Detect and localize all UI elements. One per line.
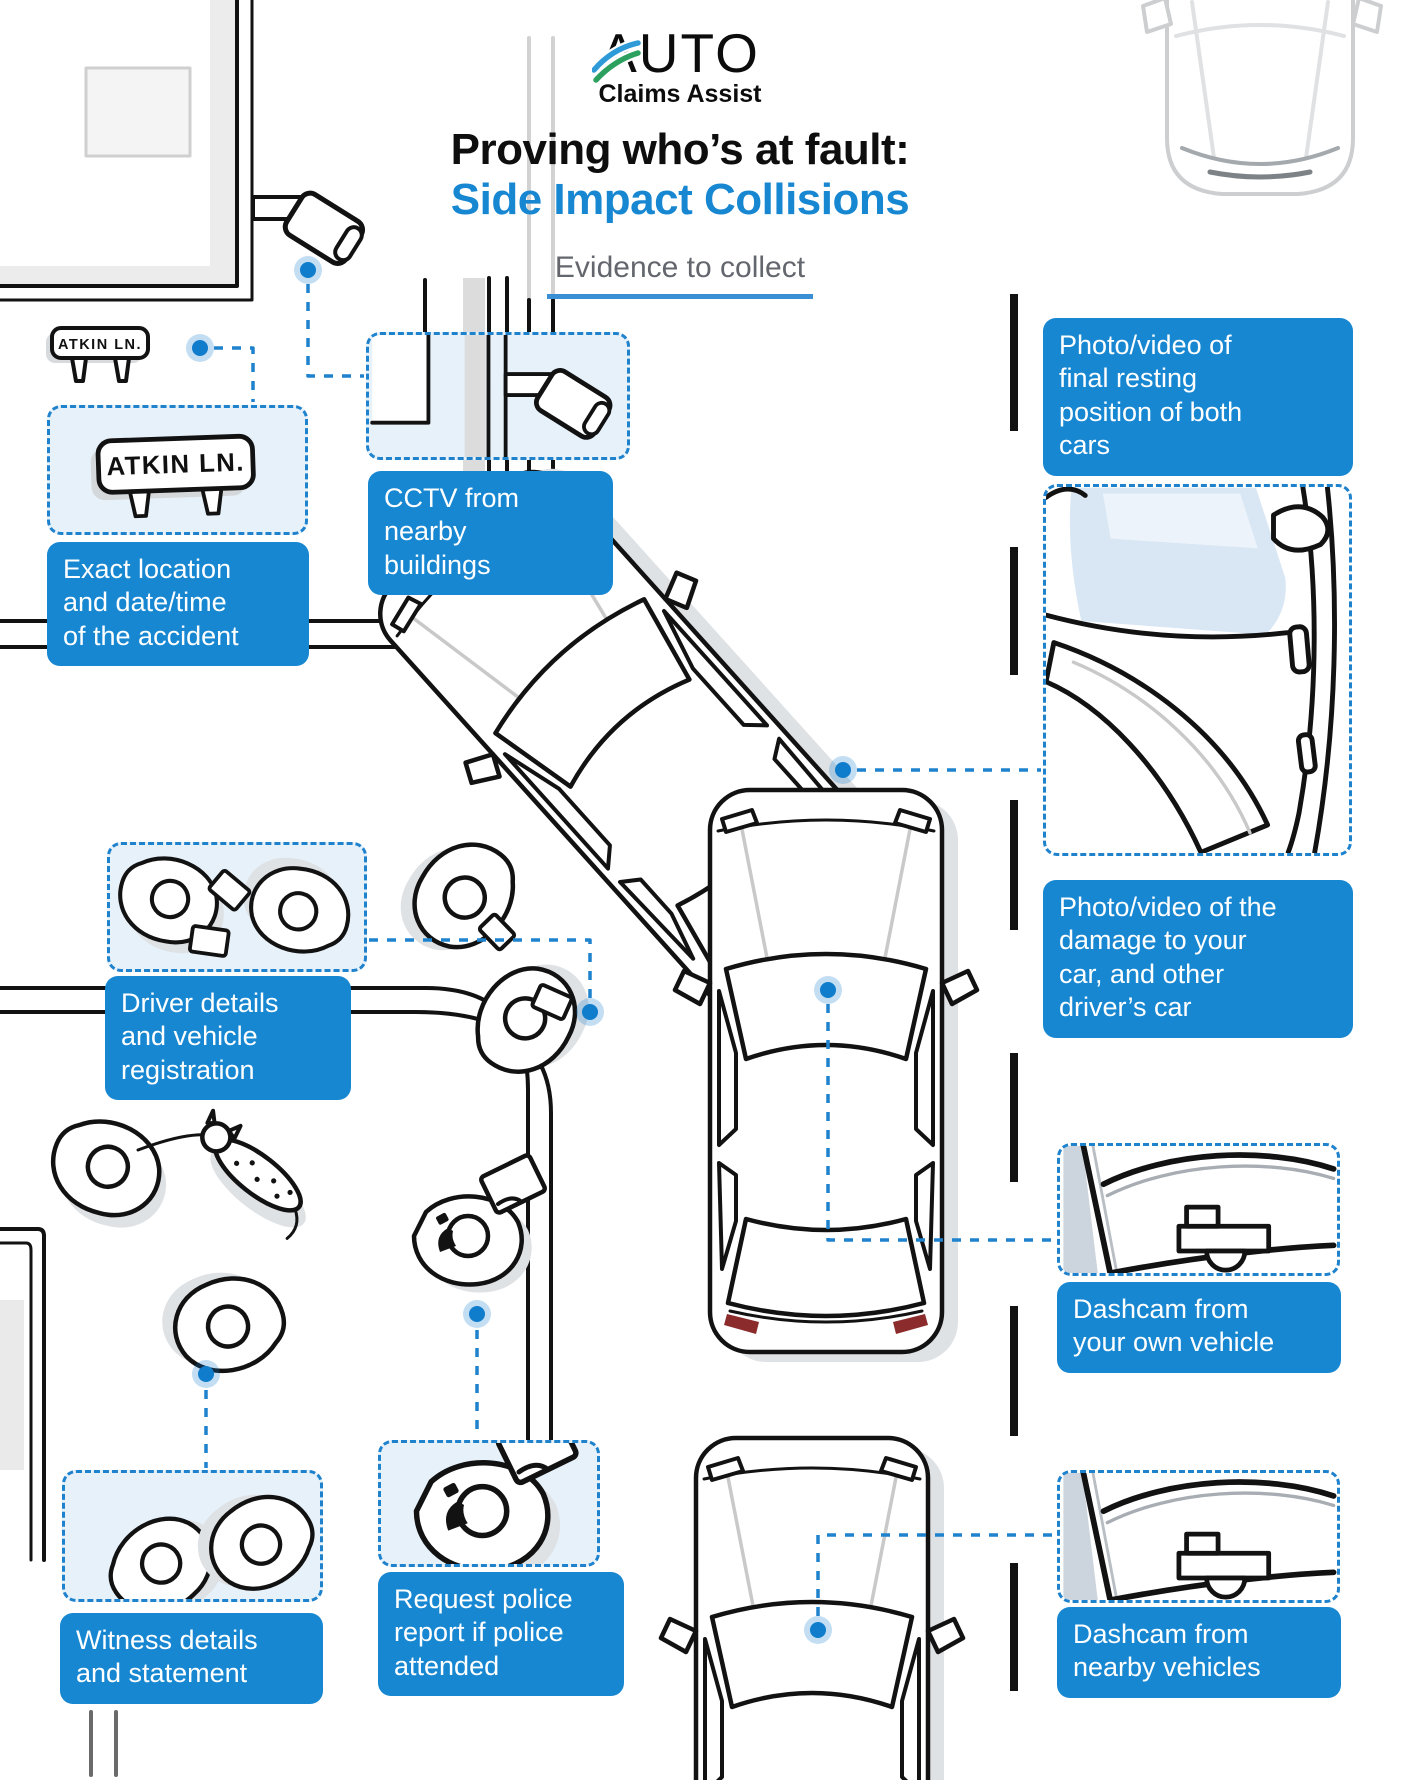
- dog: [179, 1107, 327, 1241]
- label-location: Exact location and date/time of the acci…: [47, 542, 309, 667]
- header: AUTO Claims Assist Proving who’s at faul…: [180, 22, 1180, 300]
- dashcam-icon: [1176, 1223, 1272, 1254]
- street-sign-small-text: ATKIN LN.: [58, 337, 142, 353]
- label-line: Driver details: [121, 988, 279, 1018]
- label-line: and statement: [76, 1658, 248, 1689]
- street-sign-large-text: ATKIN LN.: [106, 448, 245, 481]
- label-line: Dashcam from: [1073, 1294, 1249, 1324]
- label-line: final resting: [1059, 363, 1198, 394]
- page-title: Proving who’s at fault:: [450, 125, 910, 175]
- label-line: Exact location: [63, 554, 232, 584]
- label-line: Dashcam from: [1073, 1619, 1249, 1649]
- tail-lights: [724, 1314, 928, 1334]
- label-witness: Witness details and statement: [60, 1613, 323, 1704]
- registration-card: [187, 924, 231, 958]
- callout-location: ATKIN LN.: [47, 405, 308, 535]
- dog-walker: [35, 1105, 183, 1242]
- label-line: report if police: [394, 1617, 564, 1648]
- label-line: Photo/video of the: [1059, 892, 1277, 922]
- street-sign-large: ATKIN LN.: [90, 433, 256, 519]
- label-line: car, and other: [1059, 958, 1225, 989]
- connector-dots: [186, 256, 857, 1644]
- people: [35, 819, 608, 1385]
- building-top-left: [0, 0, 239, 288]
- label-resting-position: Photo/video of final resting position of…: [1043, 318, 1353, 476]
- label-cctv: CCTV from nearby buildings: [368, 471, 613, 596]
- damage-zoom-art: [1046, 487, 1337, 853]
- dot-own-dashcam: [814, 976, 842, 1004]
- callout-damage: [1043, 484, 1352, 856]
- brand-tagline: Claims Assist: [598, 80, 762, 108]
- driver-2-zoom: [232, 847, 360, 962]
- callout-dashcam-own: [1057, 1143, 1340, 1276]
- dot-street-sign: [186, 334, 214, 362]
- cctv-camera-icon: [506, 367, 616, 442]
- dot-witness: [192, 1360, 220, 1388]
- callout-witness: [62, 1470, 323, 1602]
- callout-driver-details: [107, 842, 367, 972]
- label-line: your own vehicle: [1073, 1327, 1275, 1358]
- dot-drivers: [576, 998, 604, 1026]
- label-line: and date/time: [63, 587, 227, 618]
- dashcam-icon: [1176, 1550, 1272, 1581]
- page-tagline: Evidence to collect: [546, 251, 814, 300]
- lane-markings: [1010, 294, 1018, 1691]
- label-line: nearby vehicles: [1073, 1652, 1261, 1683]
- callout-dashcam-nearby: [1057, 1470, 1340, 1603]
- registration-card: [207, 868, 252, 912]
- police-officer-zoom: [416, 1443, 577, 1564]
- callout-police: [378, 1440, 600, 1567]
- label-damage: Photo/video of the damage to your car, a…: [1043, 880, 1353, 1038]
- witness-person: [152, 1258, 293, 1385]
- exchanged-card: [477, 912, 517, 952]
- brand-logo: AUTO Claims Assist: [592, 22, 762, 108]
- ghost-car: [1141, 0, 1383, 196]
- label-dashcam-nearby: Dashcam from nearby vehicles: [1057, 1607, 1341, 1698]
- label-line: nearby: [384, 516, 467, 547]
- connectors: [204, 284, 1055, 1616]
- label-line: CCTV from: [384, 483, 519, 513]
- dot-collision-point: [829, 756, 857, 784]
- label-line: attended: [394, 1650, 500, 1681]
- street-sign-small: ATKIN LN.: [46, 326, 150, 383]
- label-line: Request police: [394, 1584, 573, 1614]
- label-line: registration: [121, 1054, 255, 1085]
- exchanged-card: [530, 983, 574, 1021]
- label-driver-details: Driver details and vehicle registration: [105, 976, 351, 1101]
- label-line: cars: [1059, 430, 1111, 461]
- label-police: Request police report if police attended: [378, 1572, 624, 1697]
- other-driver-car: [675, 790, 977, 1362]
- label-line: buildings: [384, 549, 491, 580]
- label-line: of the accident: [63, 620, 239, 651]
- building-courtyard: [84, 66, 192, 158]
- callout-cctv: [366, 332, 630, 460]
- label-line: Photo/video of: [1059, 330, 1232, 360]
- label-dashcam-own: Dashcam from your own vehicle: [1057, 1282, 1341, 1373]
- label-line: Witness details: [76, 1625, 258, 1655]
- dot-police: [463, 1300, 491, 1328]
- label-line: and vehicle: [121, 1021, 258, 1052]
- sidewalk-corner: [0, 1227, 46, 1562]
- nearby-vehicle: [661, 1438, 963, 1780]
- dashcam-art: [1063, 1146, 1337, 1273]
- page-subtitle: Side Impact Collisions: [450, 174, 910, 224]
- driver-1: [381, 819, 533, 975]
- label-line: position of both: [1059, 396, 1243, 427]
- label-line: damage to your: [1059, 925, 1247, 956]
- brand-name: AUTO: [600, 22, 760, 84]
- label-line: driver’s car: [1059, 992, 1192, 1023]
- dot-nearby-dashcam: [804, 1616, 832, 1644]
- dot-cctv-building: [294, 256, 322, 284]
- dashcam-art: [1063, 1473, 1337, 1600]
